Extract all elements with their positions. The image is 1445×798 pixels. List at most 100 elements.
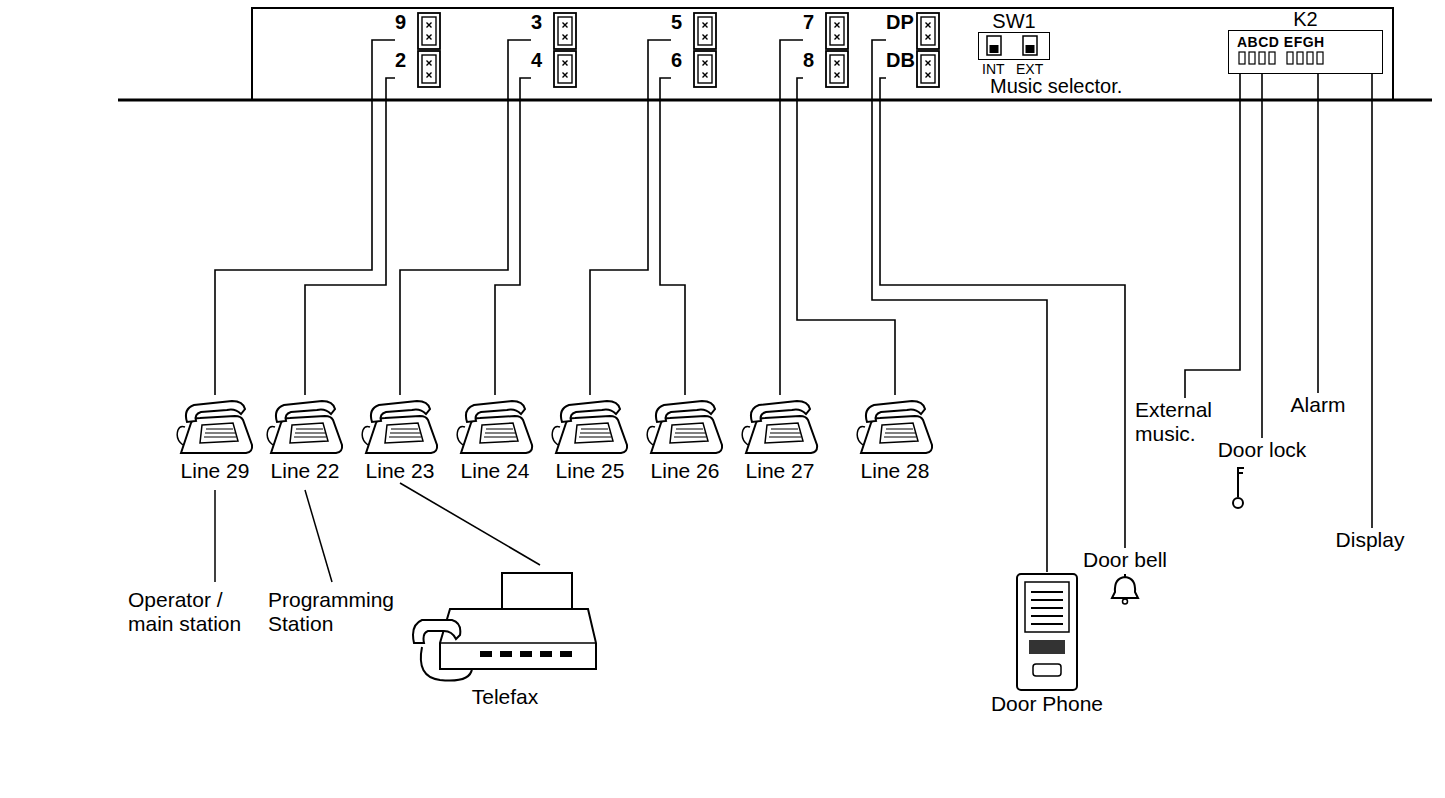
terminal-box (417, 50, 441, 88)
telephone: Line 27 (735, 395, 825, 483)
terminal-block-label: 3 (531, 12, 542, 32)
telephone: Line 26 (640, 395, 730, 483)
telephone-icon (265, 395, 345, 459)
wire (872, 40, 1047, 572)
terminal-block-label: 9 (395, 12, 406, 32)
wire (1371, 74, 1373, 528)
telephone-icon (175, 395, 255, 459)
telefax-icon (410, 565, 600, 685)
switch-housing (978, 32, 1050, 60)
telephone-label: Line 23 (355, 459, 445, 483)
dip-switches (1237, 50, 1367, 66)
wire (1261, 74, 1263, 438)
output-label: External music. (1135, 398, 1235, 446)
telephone: Line 22 (260, 395, 350, 483)
door-phone-label: Door Phone (991, 692, 1103, 716)
telephone-icon (855, 395, 935, 459)
telephone-label: Line 29 (170, 459, 260, 483)
terminal-box (417, 12, 441, 50)
wire (660, 78, 685, 395)
telephone-icon (360, 395, 440, 459)
terminal-block-label: DP (886, 12, 914, 32)
terminal-block-label: 2 (395, 50, 406, 70)
door-lock-label: Door lock (1218, 438, 1307, 462)
toggle-switches (979, 33, 1048, 59)
terminal-block: 6 (671, 50, 717, 88)
terminal-block: 7 (803, 12, 849, 50)
telephone-label: Line 25 (545, 459, 635, 483)
telephone-icon (740, 395, 820, 459)
output-label-label: External music. (1135, 398, 1235, 446)
wire (400, 483, 540, 565)
terminal-block: 5 (671, 12, 717, 50)
output-label: Alarm (1291, 393, 1346, 417)
door-phone: Door Phone (991, 572, 1103, 716)
door-phone-icon (1015, 572, 1079, 692)
telephone-label: Line 24 (450, 459, 540, 483)
leader-line (305, 490, 332, 582)
telefax: Telefax (410, 565, 600, 709)
terminal-box (825, 50, 849, 88)
telephone-label: Line 27 (735, 459, 825, 483)
output-label-label: Display (1336, 528, 1405, 552)
terminal-strip-label: K2 (1228, 8, 1383, 30)
wire (1185, 74, 1240, 398)
telephone: Line 23 (355, 395, 445, 483)
telephone: Line 28 (850, 395, 940, 483)
wire (590, 40, 671, 395)
terminal-strip-label: ABCD EFGH (1237, 34, 1374, 50)
station-note: Programming Station (268, 588, 403, 636)
telephone: Line 29 (170, 395, 260, 483)
wire (305, 78, 395, 395)
telephone-label: Line 26 (640, 459, 730, 483)
terminal-box (916, 50, 940, 88)
terminal-block: 2 (395, 50, 441, 88)
terminal-box (916, 12, 940, 50)
door-lock: Door lock (1218, 438, 1307, 510)
terminal-block-label: 8 (803, 50, 814, 70)
terminal-box (553, 50, 577, 88)
terminal-block-label: 6 (671, 50, 682, 70)
terminal-block: 9 (395, 12, 441, 50)
terminal-box (693, 50, 717, 88)
terminal-block-label: 7 (803, 12, 814, 32)
dip-switch-block: ABCD EFGH (1228, 30, 1383, 74)
wire (780, 40, 803, 395)
telephone-label: Line 28 (850, 459, 940, 483)
telephone-label: Line 22 (260, 459, 350, 483)
wire (1317, 74, 1319, 393)
terminal-strip: K2ABCD EFGH (1228, 8, 1383, 74)
telefax-label: Telefax (410, 685, 600, 709)
station-note: Operator / main station (128, 588, 258, 636)
terminal-box (825, 12, 849, 50)
telephone-icon (455, 395, 535, 459)
terminal-box (693, 12, 717, 50)
terminal-block-label: DB (886, 50, 915, 70)
switch-position: INT (982, 61, 1005, 77)
door-bell: Door bell (1083, 548, 1167, 606)
telephone: Line 25 (545, 395, 635, 483)
wire (400, 40, 531, 395)
panel-edge (118, 99, 1432, 102)
switch-caption: Music selector. (990, 75, 1122, 98)
switch-position: EXT (1016, 61, 1043, 77)
telephone-icon (645, 395, 725, 459)
terminal-box (553, 12, 577, 50)
terminal-block: 3 (531, 12, 577, 50)
terminal-block: 8 (803, 50, 849, 88)
telephone-icon (550, 395, 630, 459)
terminal-block-label: 4 (531, 50, 542, 70)
terminal-block-label: 5 (671, 12, 682, 32)
output-label: Display (1336, 528, 1405, 552)
terminal-block: 4 (531, 50, 577, 88)
door-bell-label: Door bell (1083, 548, 1167, 572)
wire (215, 40, 395, 395)
leader-line (214, 490, 216, 582)
music-selector-switch: SW1 (978, 10, 1050, 60)
telephone: Line 24 (450, 395, 540, 483)
key-icon (1228, 464, 1252, 510)
panel-housing (252, 8, 1393, 100)
